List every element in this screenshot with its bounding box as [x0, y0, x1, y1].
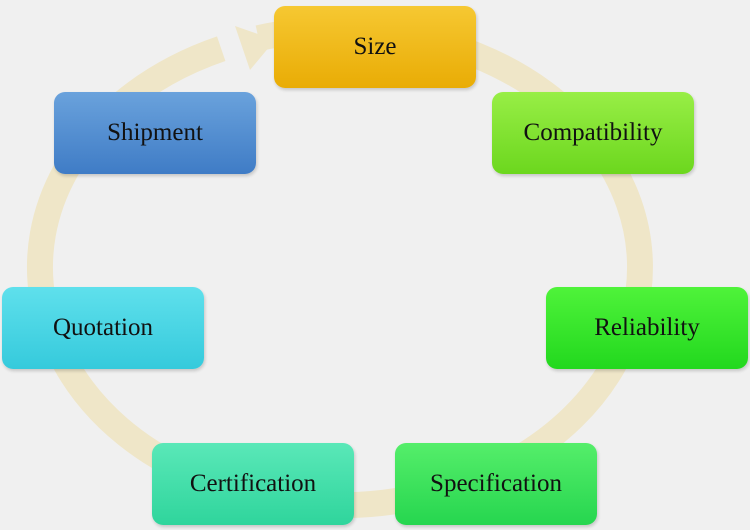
node-size-label: Size	[353, 33, 397, 60]
node-compatibility: Compatibility	[492, 92, 694, 174]
node-certification-label: Certification	[189, 470, 317, 497]
node-compatibility-label: Compatibility	[523, 119, 663, 146]
node-reliability: Reliability	[546, 287, 748, 369]
node-specification: Specification	[395, 443, 597, 525]
node-certification: Certification	[152, 443, 354, 525]
node-shipment: Shipment	[54, 92, 256, 174]
node-quotation: Quotation	[2, 287, 204, 369]
cycle-arrowhead	[235, 26, 275, 70]
node-quotation-label: Quotation	[53, 314, 153, 341]
node-reliability-label: Reliability	[594, 314, 700, 341]
node-shipment-label: Shipment	[107, 119, 203, 146]
node-specification-label: Specification	[430, 470, 562, 497]
node-size: Size	[274, 6, 476, 88]
